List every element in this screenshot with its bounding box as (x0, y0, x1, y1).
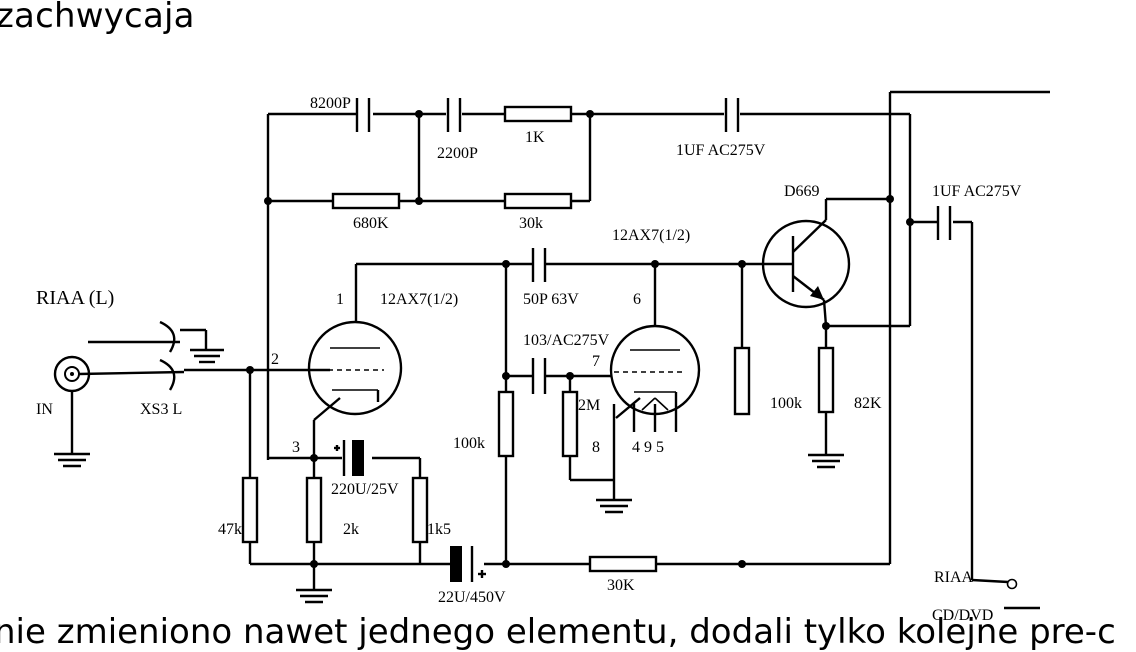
label-103: 103/AC275V (523, 332, 610, 349)
label-100k-grid: 100k (453, 435, 485, 452)
input-wire (184, 368, 330, 478)
capacitor-103 (531, 358, 547, 394)
label-riaa-out: RIAA (934, 569, 974, 586)
label-pin-6: 6 (633, 291, 641, 308)
capacitor-1uf-top (724, 98, 740, 132)
feedback-wires (266, 112, 912, 460)
label-pin-3: 3 (292, 439, 300, 456)
label-47k: 47k (218, 521, 242, 538)
capacitor-1uf-right (936, 206, 952, 240)
label-1k: 1K (525, 129, 545, 146)
ground-82k (808, 412, 844, 469)
ground-mid (568, 404, 632, 514)
label-1uf-top: 1UF AC275V (676, 142, 766, 159)
label-2k: 2k (343, 521, 359, 538)
resistor-82k (817, 346, 835, 414)
resistor-100k-grid (497, 390, 515, 458)
resistor-1k5 (411, 476, 429, 544)
cathode-network (248, 456, 890, 604)
resistor-1k (503, 105, 573, 123)
label-2200p: 2200P (437, 145, 478, 162)
label-50p: 50P 63V (523, 291, 579, 308)
capacitor-2200p (446, 98, 462, 132)
capacitor-22u (450, 546, 486, 582)
label-tube1: 12AX7(1/2) (380, 291, 458, 308)
label-8200p: 8200P (310, 95, 351, 112)
output-rail (888, 90, 1050, 590)
resistor-2k (305, 476, 323, 544)
label-in: IN (36, 401, 53, 418)
label-pin-7: 7 (592, 353, 600, 370)
junction-dots (246, 110, 914, 568)
label-cd-dvd: CD/DVD (932, 607, 993, 624)
label-2m: 2M (578, 397, 600, 414)
label-220u: 220U/25V (331, 481, 399, 498)
tube-12ax7-second (609, 324, 701, 432)
resistor-30k-feedback (503, 192, 573, 210)
label-22u: 22U/450V (438, 589, 506, 606)
capacitor-220u (334, 440, 364, 476)
label-30k-feedback: 30k (519, 215, 543, 232)
input-jack-xs3 (53, 320, 224, 468)
label-30k-bottom: 30K (607, 577, 635, 594)
label-d669: D669 (784, 183, 820, 200)
tube-12ax7-first (307, 320, 403, 458)
resistor-47k (241, 476, 259, 544)
label-riaa-in: RIAA (L) (36, 287, 114, 309)
bottom-caption-text: nie zmieniono nawet jednego elementu, do… (0, 612, 1116, 652)
label-1uf-right: 1UF AC275V (932, 183, 1022, 200)
label-xs3: XS3 L (140, 401, 182, 418)
label-pin-8: 8 (592, 439, 600, 456)
capacitor-8200p (355, 98, 371, 132)
resistor-30k-bottom (588, 555, 658, 573)
label-1k5: 1k5 (427, 521, 451, 538)
label-tube2: 12AX7(1/2) (612, 227, 690, 244)
capacitor-50p (531, 248, 547, 282)
label-100k-plate2: 100k (770, 395, 802, 412)
label-680k: 680K (353, 215, 389, 232)
label-pin-2: 2 (271, 351, 279, 368)
label-82k: 82K (854, 395, 882, 412)
top-caption-text: zachwycaja (0, 0, 195, 36)
resistor-680k (331, 192, 401, 210)
resistor-100k-plate2 (733, 346, 751, 416)
transistor-d669 (742, 197, 910, 348)
label-pin-1: 1 (336, 291, 344, 308)
resistor-2m (561, 390, 579, 458)
label-pins-495: 4 9 5 (632, 439, 664, 456)
